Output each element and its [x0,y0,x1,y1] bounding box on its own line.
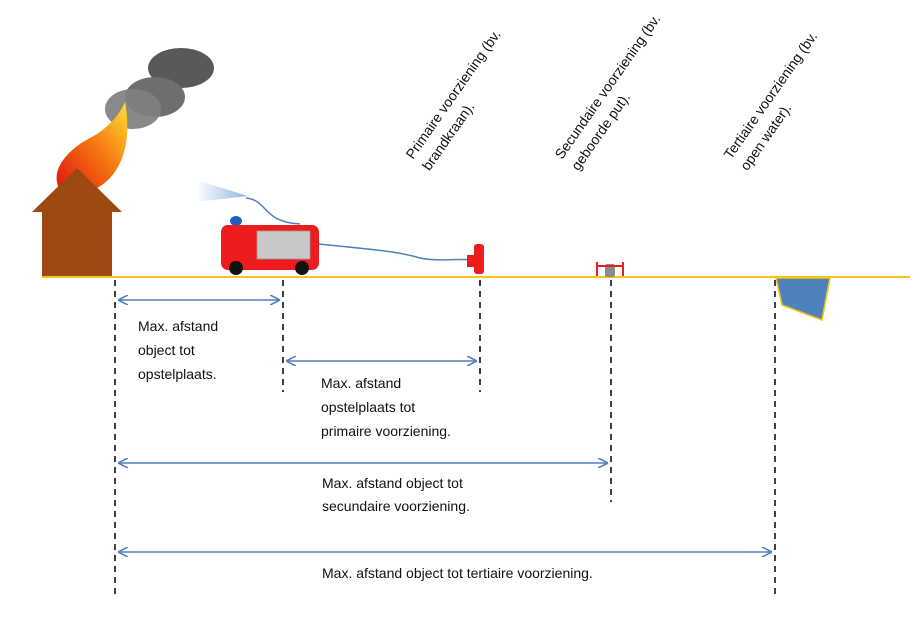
well-icon [596,262,624,277]
label-object-to-secondary: Max. afstand object tot secundaire voorz… [322,475,470,514]
label-object-to-tertiary: Max. afstand object tot tertiaire voorzi… [322,565,593,581]
reference-lines [114,280,776,595]
label-standplace-to-primary: Max. afstand opstelplaats tot primaire v… [321,375,451,439]
label-primary-source: Primaire voorziening (bv. brandkraan). [402,23,522,173]
open-water-icon [775,277,831,322]
house-icon [32,168,122,276]
label-object-to-standplace: Max. afstand object tot opstelplaats. [138,318,222,382]
spray-icon [196,180,248,202]
label-tertiary-source: Tertiaire voorziening (bv. open water). [720,25,839,173]
fire-truck-icon [221,216,319,275]
label-secondary-source: Secundaire voorziening (bv. geboorde put… [551,8,682,173]
hydrant-icon [467,244,484,274]
